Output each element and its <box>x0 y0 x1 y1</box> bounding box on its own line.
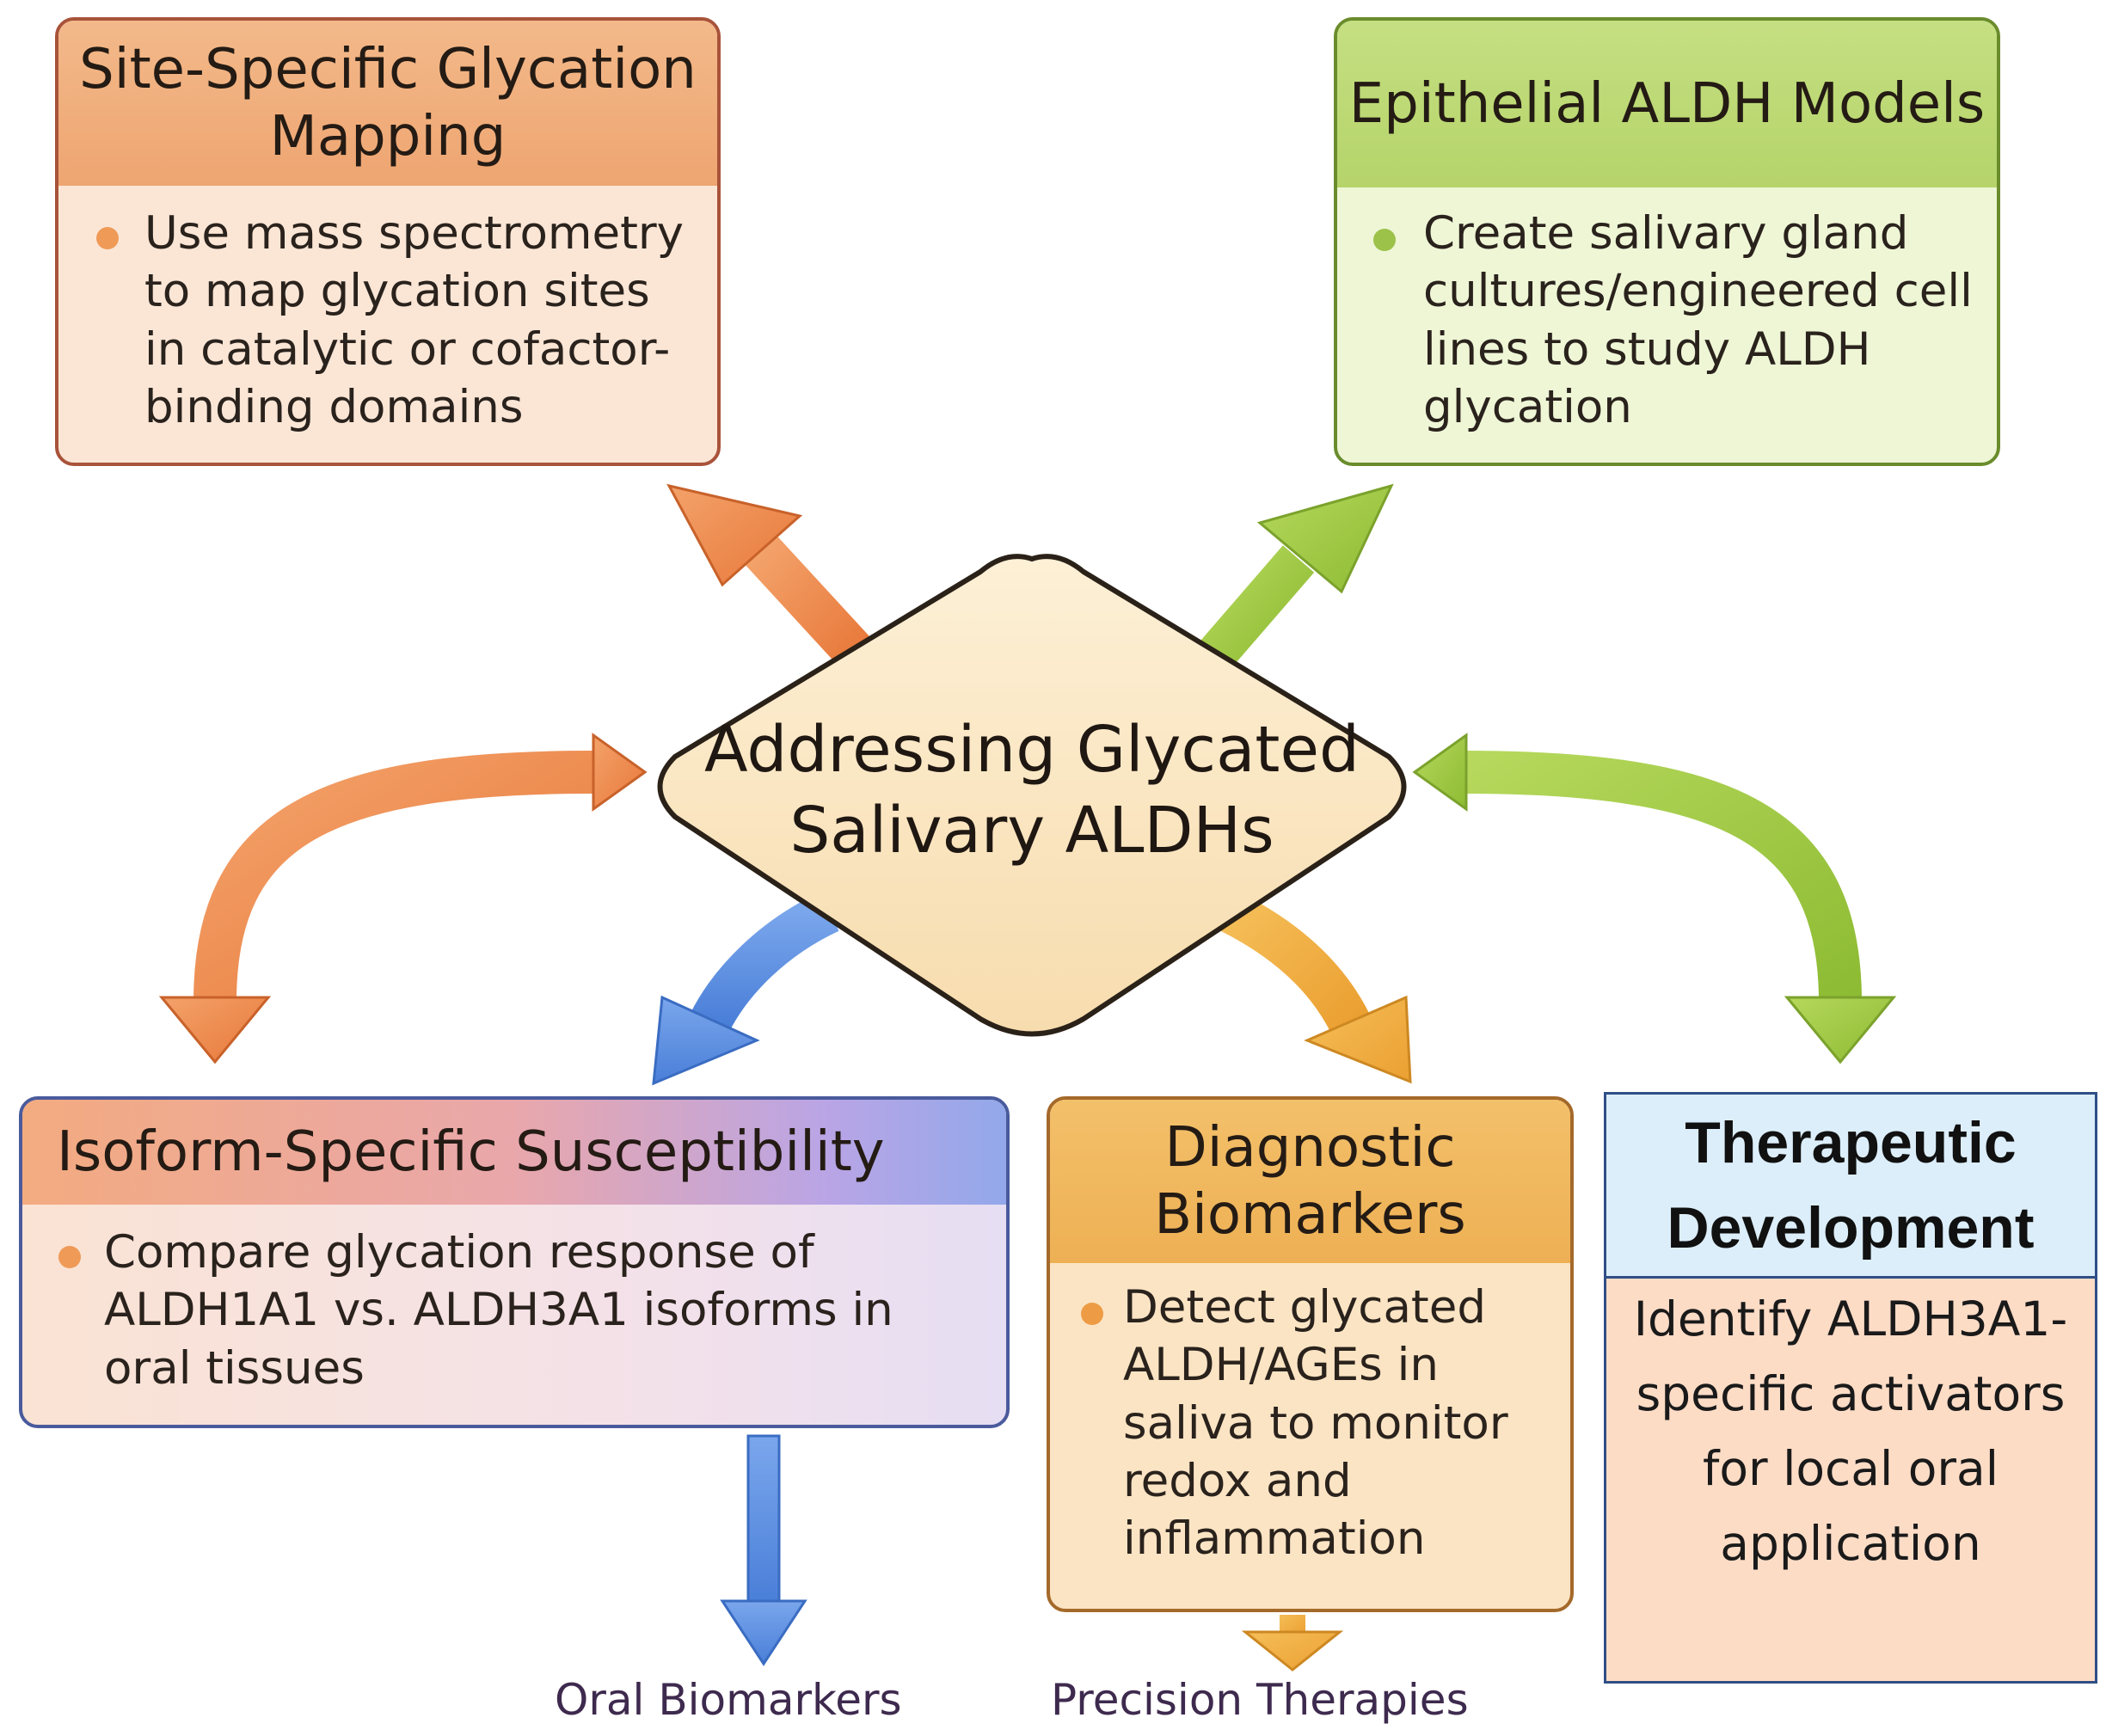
site-specific-bullet: Use mass spectrometry to map glycation s… <box>144 207 685 433</box>
isoform-title: Isoform-Specific Susceptibility <box>22 1100 1006 1205</box>
isoform-box: Isoform-Specific Susceptibility Compare … <box>19 1096 1010 1428</box>
epithelial-body: Create salivary gland cultures/engineere… <box>1337 187 1997 436</box>
arrow-to-oral-biomarkers <box>720 1434 807 1666</box>
arrow-to-therapeutic <box>1412 733 1897 1064</box>
center-diamond <box>657 554 1407 1037</box>
arrow-to-site-specific <box>666 483 876 672</box>
diagnostic-box: Diagnostic Biomarkers Detect glycated AL… <box>1047 1096 1574 1612</box>
diagnostic-body: Detect glycated ALDH/AGEs in saliva to m… <box>1050 1263 1570 1567</box>
diagnostic-title: Diagnostic Biomarkers <box>1050 1100 1570 1263</box>
epithelial-bullet: Create salivary gland cultures/engineere… <box>1423 207 1973 433</box>
arrow-to-isoform <box>158 733 648 1064</box>
arrow-center-to-diagnostic <box>1219 892 1412 1084</box>
therapeutic-title: Therapeutic Development <box>1606 1095 2095 1279</box>
site-specific-title: Site-Specific Glycation Mapping <box>58 21 717 186</box>
arrow-to-precision-therapies <box>1241 1615 1344 1672</box>
bullet-dot <box>1373 229 1396 251</box>
therapeutic-box: Therapeutic Development Identify ALDH3A1… <box>1604 1092 2097 1684</box>
precision-therapies-label: Precision Therapies <box>1051 1675 1469 1725</box>
bullet-dot <box>58 1246 81 1268</box>
arrow-to-epithelial <box>1194 483 1394 674</box>
bullet-dot <box>96 227 119 249</box>
isoform-body: Compare glycation response of ALDH1A1 vs… <box>22 1205 1006 1397</box>
arrow-center-to-isoform <box>652 892 839 1086</box>
site-specific-box: Site-Specific Glycation Mapping Use mass… <box>55 17 721 466</box>
therapeutic-body: Identify ALDH3A1-specific activators for… <box>1633 1291 2068 1571</box>
bullet-dot <box>1081 1303 1103 1325</box>
epithelial-title: Epithelial ALDH Models <box>1337 21 1997 187</box>
diagnostic-bullet: Detect glycated ALDH/AGEs in saliva to m… <box>1123 1281 1508 1566</box>
isoform-bullet: Compare glycation response of ALDH1A1 vs… <box>104 1226 893 1395</box>
epithelial-box: Epithelial ALDH Models Create salivary g… <box>1334 17 2000 466</box>
oral-biomarkers-label: Oral Biomarkers <box>555 1675 902 1725</box>
site-specific-body: Use mass spectrometry to map glycation s… <box>58 186 717 436</box>
center-title: Addressing Glycated Salivary ALDHs <box>704 713 1360 868</box>
